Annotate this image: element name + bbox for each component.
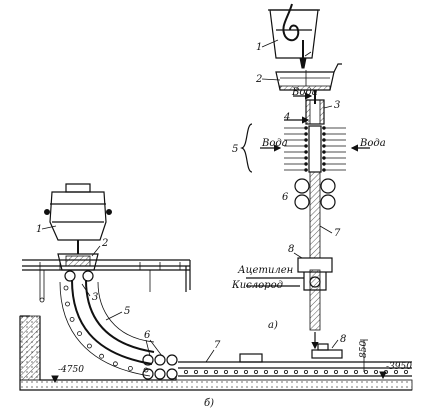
water-top-arrow: Вода <box>291 87 318 100</box>
dim-3950-label: -3950 <box>386 362 412 372</box>
callouts-curved: 1 2 3 5 6 7 <box>36 224 221 363</box>
table-roll <box>233 369 238 374</box>
callout-a-8: 8 <box>288 244 294 255</box>
dim-4750-label: -4750 <box>58 365 84 375</box>
spray-nozzle <box>322 144 326 148</box>
guide-roll <box>87 343 92 349</box>
water-label-right: Вода <box>359 138 386 149</box>
spray-nozzle <box>322 150 326 154</box>
table-roll <box>403 369 408 374</box>
mould-a <box>305 99 325 125</box>
table-roll <box>183 369 188 374</box>
table-roll <box>323 369 328 374</box>
subfigure-b-label: б) <box>204 398 214 409</box>
table-roll <box>193 369 198 374</box>
curved-strand-b <box>59 279 155 377</box>
callout-a-4: 4 <box>283 112 290 123</box>
callout-a-5: 5 <box>232 144 238 155</box>
table-roll <box>263 369 268 374</box>
callout-a-6: 6 <box>282 192 289 203</box>
ladle-b <box>44 183 112 254</box>
callout-a-8b: 8 <box>340 334 346 345</box>
guide-roll <box>127 365 133 371</box>
table-roll <box>293 369 298 374</box>
spray-nozzle <box>304 126 308 130</box>
dimension-3950: -3950 <box>379 362 412 380</box>
table-roll <box>253 369 258 374</box>
table-roll <box>383 369 388 374</box>
spray-nozzle <box>304 138 308 142</box>
spray-zone-a: Вода Вода <box>240 116 386 173</box>
platform-b <box>22 259 191 303</box>
spray-nozzle <box>322 138 326 142</box>
water-label-left: Вода <box>261 138 288 149</box>
dimension-850: 850 <box>359 339 369 372</box>
runout-table <box>178 353 412 377</box>
subfigure-a-label: а) <box>268 320 278 331</box>
callout-a-7: 7 <box>334 228 341 239</box>
tundish-b <box>57 253 99 282</box>
table-roll <box>393 369 398 374</box>
strand-a <box>309 171 321 331</box>
withdrawal-rolls-a <box>294 178 336 210</box>
table-roll <box>303 369 308 374</box>
spray-nozzle <box>322 156 326 160</box>
callout-a-2: 2 <box>255 74 262 85</box>
vertical-machine: Вода Вода Вода <box>231 3 412 380</box>
pusher-a <box>311 343 343 359</box>
table-roll <box>363 369 368 374</box>
spray-nozzle <box>322 132 326 136</box>
callout-b-6: 6 <box>144 330 151 341</box>
ladle-a <box>268 3 320 69</box>
spray-nozzle <box>304 162 308 166</box>
table-roll <box>283 369 288 374</box>
table-roll <box>273 369 278 374</box>
water-label-top: Вода <box>291 87 318 98</box>
callout-a-1: 1 <box>256 42 262 53</box>
callout-b-2: 2 <box>101 238 108 249</box>
table-roll <box>243 369 248 374</box>
foundation <box>19 315 413 391</box>
table-roll <box>203 369 208 374</box>
table-roll <box>373 369 378 374</box>
callout-a-3: 3 <box>334 100 340 111</box>
callout-b-1: 1 <box>36 224 42 235</box>
spray-nozzle <box>304 168 308 172</box>
guide-roll <box>113 361 118 367</box>
table-roll <box>343 369 348 374</box>
table-roll <box>313 369 318 374</box>
dim-850-label: 850 <box>359 341 369 358</box>
guide-roll <box>63 285 69 291</box>
curved-machine: -4750 б) <box>19 183 413 409</box>
callout-b-7: 7 <box>214 340 221 351</box>
table-roll <box>353 369 358 374</box>
callouts-vertical: 1 2 3 4 5 6 7 8 8 <box>232 39 346 349</box>
table-roll <box>333 369 338 374</box>
table-roll <box>223 369 228 374</box>
spray-nozzle <box>304 132 308 136</box>
guide-roll <box>77 331 82 337</box>
guide-roll <box>99 353 104 359</box>
spray-nozzle <box>322 162 326 166</box>
callout-b-3: 3 <box>92 292 98 303</box>
acetylene-label: Ацетилен <box>237 265 293 276</box>
dimension-4750: -4750 <box>51 365 84 384</box>
guide-roll <box>69 316 75 322</box>
spray-nozzle <box>304 150 308 154</box>
table-roll <box>213 369 218 374</box>
withdrawal-rolls-b <box>142 354 178 380</box>
spray-nozzle <box>322 168 326 172</box>
guide-roll <box>65 301 70 307</box>
oxygen-label: Кислород <box>231 280 283 291</box>
spray-nozzle <box>322 126 326 130</box>
cutter-a: Ацетилен Кислород <box>231 257 333 291</box>
spray-nozzle <box>304 144 308 148</box>
callout-b-5: 5 <box>124 306 130 317</box>
tundish-a <box>275 63 342 104</box>
guide-roll <box>143 367 149 373</box>
spray-nozzle <box>304 156 308 160</box>
